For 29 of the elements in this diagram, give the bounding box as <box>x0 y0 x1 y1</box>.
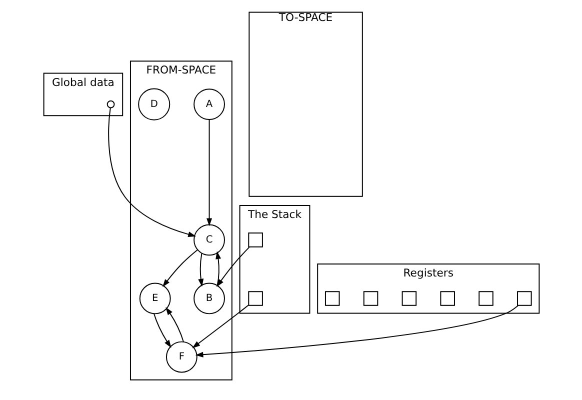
node-box <box>248 232 262 248</box>
arrow <box>206 118 212 226</box>
node-box <box>248 291 262 306</box>
node-circle: B <box>193 282 224 314</box>
node-circle: C <box>193 224 224 256</box>
node-box <box>516 291 532 306</box>
node-circle <box>106 100 114 108</box>
arrow <box>152 312 171 348</box>
node-box <box>440 291 454 306</box>
node-circle: D <box>138 88 170 120</box>
arrow <box>194 305 518 358</box>
node-box <box>362 291 378 306</box>
node-box <box>324 291 340 306</box>
cluster: Registers <box>316 264 540 314</box>
arrow <box>216 246 250 287</box>
node-circle: A <box>193 88 224 120</box>
arrow <box>192 304 248 348</box>
node-box <box>401 291 416 306</box>
node-box: TO-SPACE <box>248 12 362 197</box>
node-box <box>478 291 493 306</box>
arrow <box>215 251 221 286</box>
arrow <box>198 252 204 287</box>
arrow <box>165 307 184 342</box>
node-circle: F <box>165 341 197 373</box>
cluster: The Stack <box>238 204 310 314</box>
arrow <box>108 107 196 237</box>
arrow <box>162 249 198 288</box>
cluster: Global data <box>42 72 123 116</box>
node-circle: E <box>138 282 170 314</box>
